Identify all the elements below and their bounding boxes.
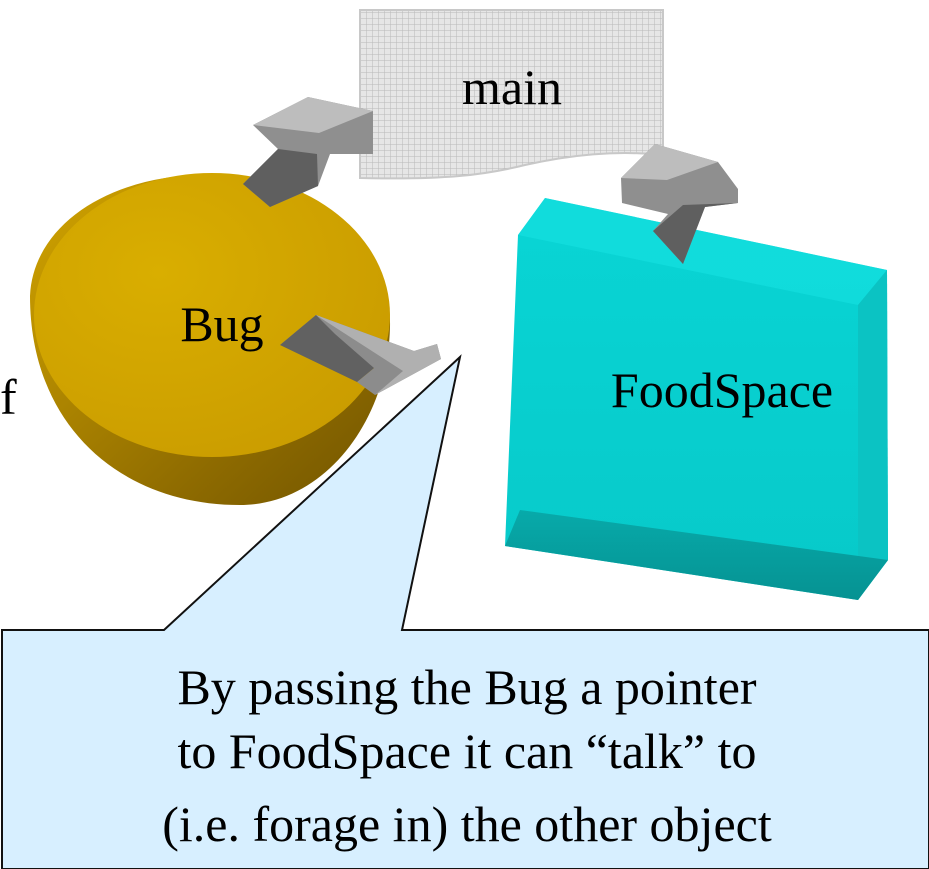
edge-fragment-label: f [0,369,17,425]
foodspace-node-front [505,198,888,600]
main-to-bug-arrow-light-face [253,97,373,133]
bug-pointer-arrow [280,315,441,395]
bug-node: Bug [30,173,391,505]
main-to-bug-arrow-dark-side [243,149,318,207]
foodspace-node-top-edge [518,198,887,305]
main-to-bug-arrow [243,97,373,207]
foodspace-node-right-edge [858,270,888,600]
callout-line-3: (i.e. forage in) the other object [162,796,772,852]
main-node-shape [359,9,664,180]
main-to-foodspace-arrow [621,144,738,264]
callout-line-1: By passing the Bug a pointer [177,659,756,715]
foodspace-node: FoodSpace [505,198,888,600]
callout-line-2: to FoodSpace it can “talk” to [177,723,756,779]
foodspace-node-bottom-edge [505,510,888,600]
bug-node-label: Bug [180,296,263,352]
main-to-foodspace-arrow-light-face [621,144,718,180]
main-node-label: main [462,59,562,115]
foodspace-node-label: FoodSpace [611,362,833,418]
bug-pointer-arrow-dark-side [280,315,374,382]
main-node: main [359,9,664,180]
bug-pointer-arrow-light-face [316,315,441,395]
main-to-foodspace-arrow-dark-side [653,203,738,264]
callout-box [1,354,929,869]
bug-node-top [34,173,390,457]
explanation-callout: By passing the Bug a pointer to FoodSpac… [1,354,929,869]
